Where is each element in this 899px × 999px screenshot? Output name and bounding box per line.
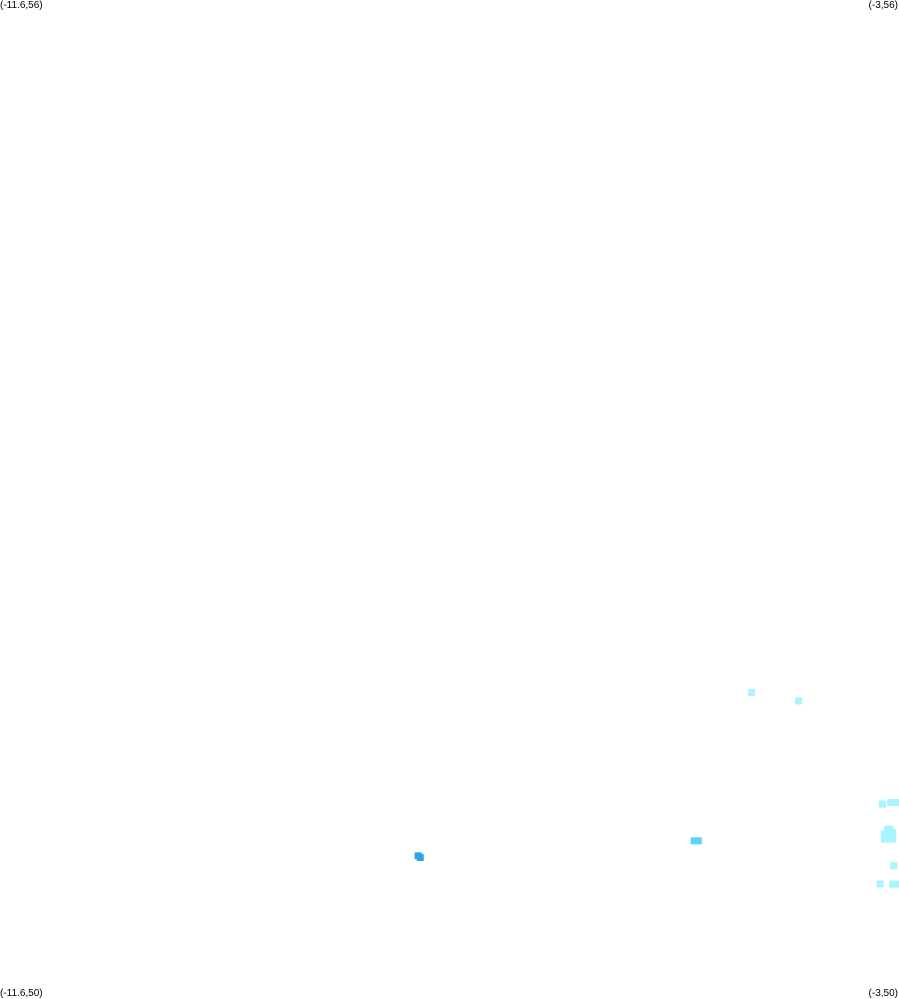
map-point-0 (748, 689, 756, 697)
map-point-3 (887, 799, 895, 807)
map-point-4 (892, 799, 899, 807)
map-point-13 (885, 835, 893, 843)
corner-label-top-left: (-11.6,56) (0, 0, 43, 11)
map-point-20 (694, 837, 702, 845)
map-point-18 (892, 880, 899, 888)
corner-label-top-right: (-3,56) (868, 0, 898, 11)
map-point-15 (890, 862, 898, 870)
corner-label-bottom-left: (-11.6,50) (0, 988, 43, 999)
map-point-12 (880, 835, 888, 843)
map-point-14 (889, 835, 897, 843)
corner-label-bottom-right: (-3,50) (868, 988, 898, 999)
map-point-2 (878, 800, 886, 808)
map-point-1 (795, 697, 803, 705)
map-point-19 (690, 837, 698, 845)
map-point-16 (876, 880, 884, 888)
map-point-22 (416, 853, 424, 861)
